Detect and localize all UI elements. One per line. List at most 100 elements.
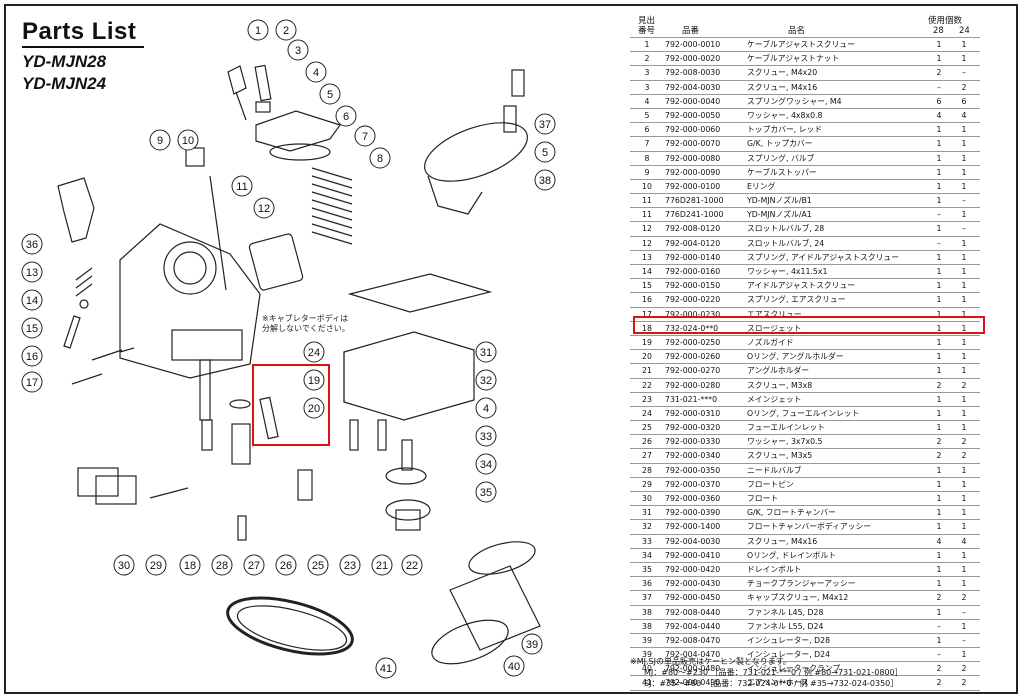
row-qty-24: 1 — [961, 238, 967, 248]
row-number: 13 — [642, 252, 652, 262]
row-qty-28: 1 — [936, 352, 942, 362]
callout-number: 40 — [508, 661, 520, 673]
row-part-number: 792-000-0480 — [665, 664, 721, 674]
row-number: 3 — [644, 82, 650, 92]
row-part-number: 792-008-0440 — [665, 607, 721, 617]
row-part-name: インシュレーター, D28 — [747, 635, 831, 645]
callout-number: 16 — [26, 351, 38, 363]
callout-circle — [287, 39, 309, 61]
callout-number: 29 — [150, 560, 162, 572]
callout-number: 8 — [377, 153, 383, 165]
callout-number: 38 — [539, 175, 551, 187]
callout-number: 1 — [255, 25, 261, 37]
row-number: 16 — [642, 295, 652, 305]
header-qty-28: 28 — [933, 26, 944, 36]
row-part-name: キャップスクリュー, M4x12 — [747, 593, 849, 603]
callout-circle — [21, 371, 43, 393]
row-qty-24: 2 — [961, 380, 967, 390]
row-qty-28: 2 — [936, 664, 942, 674]
row-qty-24: 1 — [961, 408, 967, 418]
row-part-number: 792-004-0440 — [665, 621, 721, 631]
row-part-name: メインジェット — [747, 394, 802, 404]
row-number: 38 — [642, 607, 652, 617]
callout-circle — [475, 425, 497, 447]
row-number: 29 — [642, 479, 652, 489]
row-qty-28: 1 — [936, 125, 942, 135]
callout-circle — [375, 657, 397, 679]
row-part-number: 792-000-0430 — [665, 579, 721, 589]
callout-circle — [211, 554, 233, 576]
row-part-name: ニードルバルブ — [747, 465, 802, 475]
callout-number: 20 — [308, 403, 320, 415]
row-part-number: 792-000-0100 — [665, 181, 721, 191]
row-part-number: 792-008-0120 — [665, 224, 721, 234]
row-part-name: ワッシャー, 4x8x0.8 — [747, 110, 823, 120]
row-qty-24: 1 — [961, 564, 967, 574]
row-part-name: アングルホルダー — [747, 366, 810, 376]
row-number: 1 — [644, 40, 650, 49]
row-number: 34 — [642, 550, 652, 560]
row-number: 19 — [642, 337, 652, 347]
callout-circle — [475, 397, 497, 419]
row-qty-24: 1 — [961, 522, 967, 532]
row-number: 36 — [642, 579, 652, 589]
row-number: 39 — [642, 635, 652, 645]
row-qty-24: 2 — [961, 678, 967, 688]
callout-number: 17 — [26, 377, 38, 389]
row-qty-28: – — [937, 82, 941, 92]
row-qty-28: 1 — [936, 252, 942, 262]
row-part-name: ファンネル L45, D28 — [747, 607, 824, 617]
callout-number: 33 — [480, 431, 492, 443]
row-part-number: 792-000-0250 — [665, 337, 721, 347]
callout-circle — [247, 19, 269, 41]
callout-circle — [534, 169, 556, 191]
row-part-number: 792-000-0020 — [665, 54, 721, 64]
model-name-24: YD-MJN24 — [22, 74, 107, 93]
row-part-name: スロージェット — [747, 323, 802, 333]
callout-number: 13 — [26, 267, 38, 279]
row-qty-24: 1 — [961, 252, 967, 262]
row-number: 32 — [642, 522, 652, 532]
row-part-name: スクリュー, M3x5 — [747, 451, 813, 461]
row-qty-24: 1 — [961, 281, 967, 291]
row-part-name: エアスクリュー — [747, 309, 802, 319]
parts-sheet — [4, 4, 1018, 694]
callout-circle — [21, 261, 43, 283]
row-part-number: 792-008-0470 — [665, 635, 721, 645]
callout-number: 36 — [26, 239, 38, 251]
callout-number: 11 — [236, 181, 247, 193]
row-part-name: ワッシャー, 3x7x0.5 — [747, 437, 823, 447]
row-qty-24: 2 — [961, 664, 967, 674]
row-qty-28: 1 — [936, 635, 942, 645]
callout-number: 18 — [184, 560, 196, 572]
row-part-name: フューエルインレット — [747, 423, 825, 433]
body-note: ※キャブレターボディは 分解しないでください。 — [262, 314, 350, 333]
row-part-number: 792-000-0010 — [665, 40, 721, 49]
row-qty-28: 2 — [936, 451, 942, 461]
callout-number: 35 — [480, 487, 492, 499]
row-qty-28: 1 — [936, 579, 942, 589]
row-part-name: スプリング, アイドルアジャストスクリュー — [747, 252, 900, 262]
row-qty-24: 1 — [961, 508, 967, 518]
callout-circle — [319, 83, 341, 105]
row-qty-28: 1 — [936, 508, 942, 518]
row-qty-28: 1 — [936, 465, 942, 475]
callout-number: 28 — [216, 560, 228, 572]
row-qty-28: 2 — [936, 678, 942, 688]
row-number: 26 — [642, 437, 652, 447]
header-name: 品名 — [788, 26, 806, 36]
row-number: 38 — [642, 621, 652, 631]
callout-circle — [354, 125, 376, 147]
row-qty-24: 1 — [961, 210, 967, 220]
